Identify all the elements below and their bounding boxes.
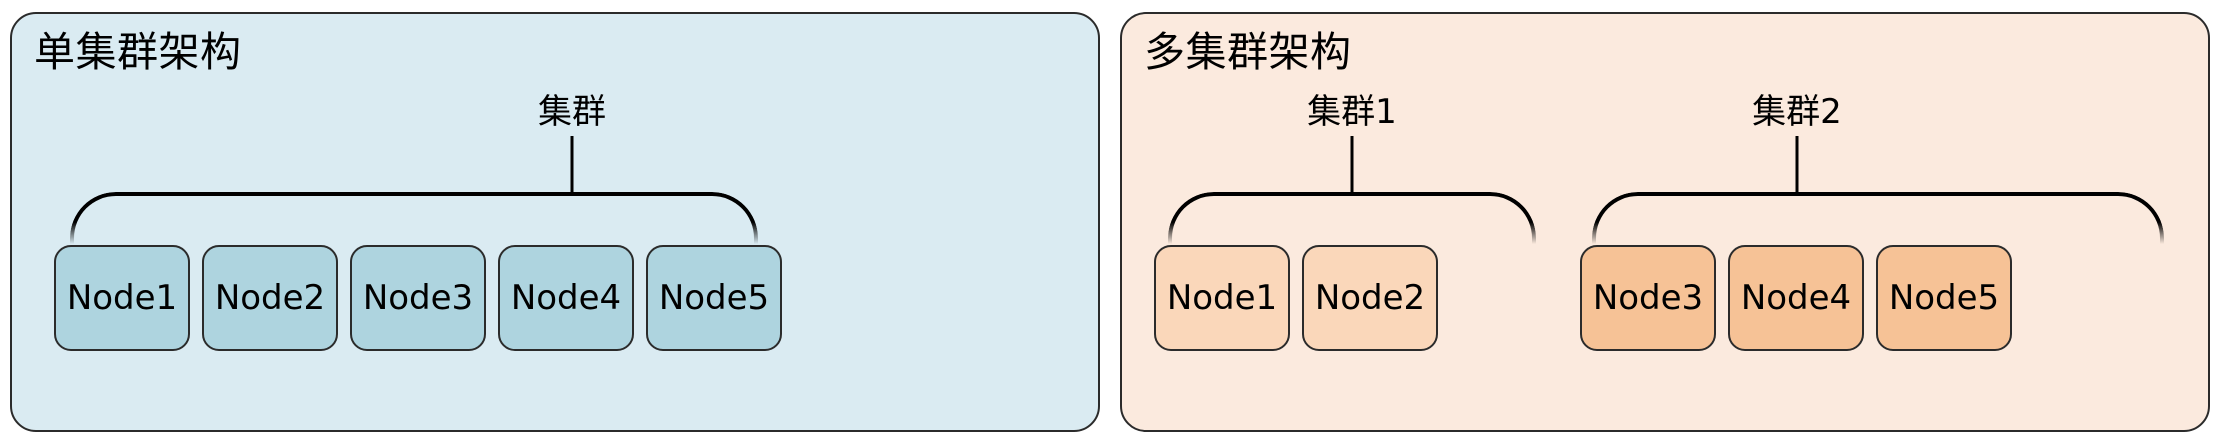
cluster-stem-2 xyxy=(1795,136,1799,194)
panel-title-single-cluster: 单集群架构 xyxy=(34,28,242,76)
node-box[interactable]: Node4 xyxy=(1728,245,1864,351)
node-box[interactable]: Node5 xyxy=(1876,245,2012,351)
node-box[interactable]: Node2 xyxy=(1302,245,1438,351)
cluster-brace-2 xyxy=(1592,192,2164,244)
cluster-brace-single xyxy=(70,192,758,244)
panel-multi-cluster: 多集群架构 集群1 Node1 Node2 集群2 Node3 Node4 No… xyxy=(1120,12,2210,432)
node-box[interactable]: Node1 xyxy=(54,245,190,351)
cluster-stem-single xyxy=(570,136,574,194)
node-box[interactable]: Node3 xyxy=(1580,245,1716,351)
node-box[interactable]: Node2 xyxy=(202,245,338,351)
cluster-stem-1 xyxy=(1350,136,1354,194)
cluster-brace-1 xyxy=(1168,192,1536,244)
cluster-label-single: 集群 xyxy=(538,92,606,132)
panel-title-multi-cluster: 多集群架构 xyxy=(1144,28,1352,76)
panel-single-cluster: 单集群架构 集群 Node1 Node2 Node3 Node4 Node5 xyxy=(10,12,1100,432)
node-box[interactable]: Node4 xyxy=(498,245,634,351)
cluster-label-1: 集群1 xyxy=(1307,92,1397,132)
node-box[interactable]: Node3 xyxy=(350,245,486,351)
node-box[interactable]: Node5 xyxy=(646,245,782,351)
cluster-label-2: 集群2 xyxy=(1752,92,1842,132)
node-box[interactable]: Node1 xyxy=(1154,245,1290,351)
